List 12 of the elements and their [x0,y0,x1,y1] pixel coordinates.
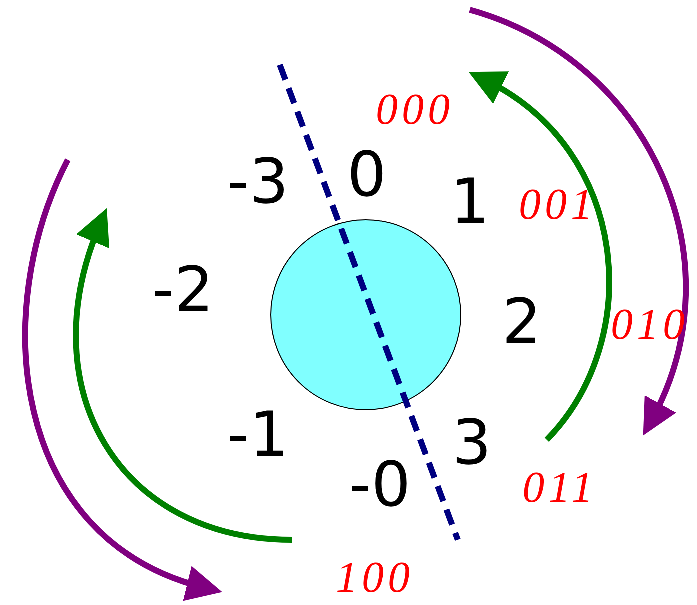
number-label: 2 [502,291,542,353]
number-label: 3 [452,412,492,474]
number-label: 0 [347,144,387,206]
binary-code: 001 [519,183,597,227]
number-label: -1 [227,404,289,466]
number-label: -3 [227,151,289,213]
binary-code: 011 [522,466,598,510]
binary-code: 100 [336,556,414,600]
number-label: 1 [450,171,490,233]
number-label: -2 [152,259,214,321]
number-label: -0 [349,454,411,516]
binary-code: 000 [376,88,454,132]
